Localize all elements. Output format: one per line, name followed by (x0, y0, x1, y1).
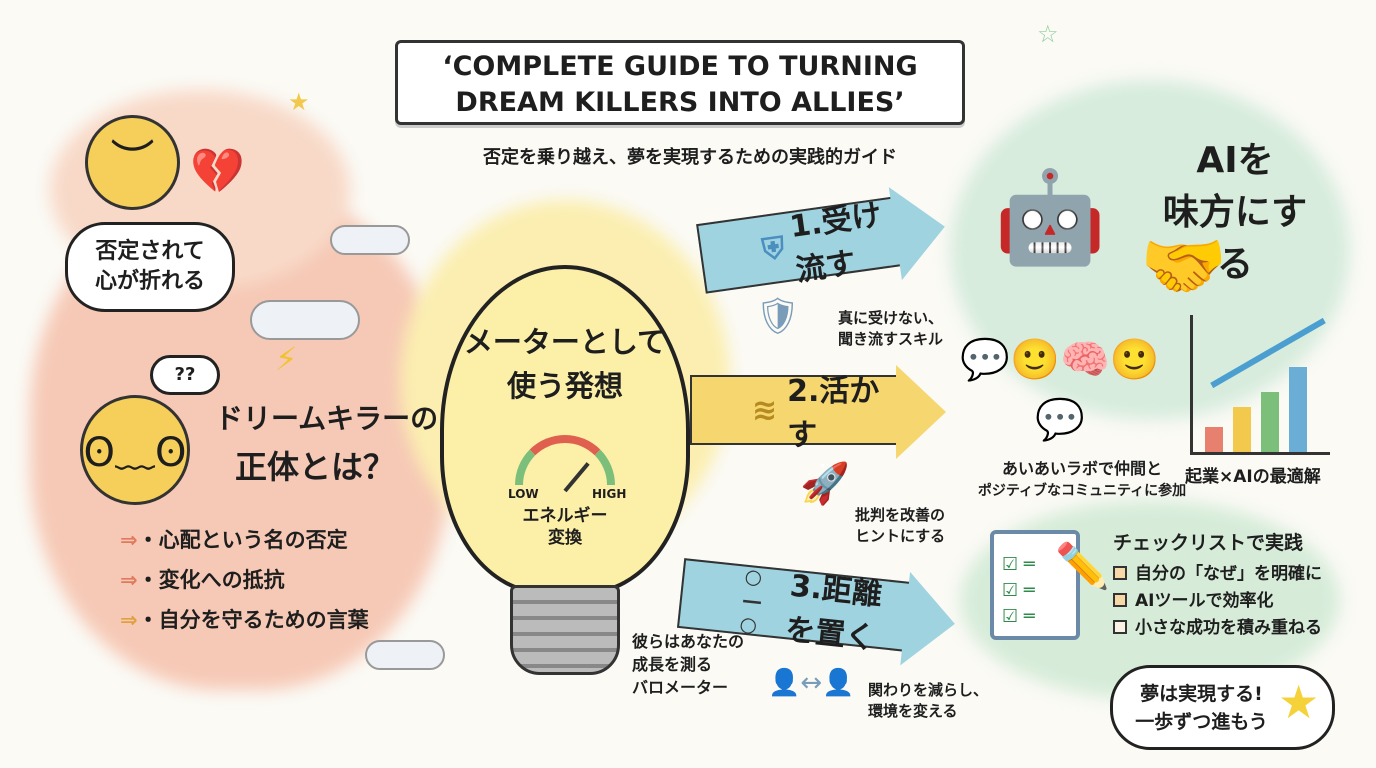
step-2-label: 2.活かす (787, 374, 880, 453)
title-line-1: ‘COMPLETE GUIDE TO TURNING (442, 51, 918, 82)
ai-heading-line: AIを (1196, 140, 1274, 181)
trend-arrow-icon (1210, 317, 1326, 389)
arrow-icon: ⇒ (120, 528, 138, 552)
list-item-text: ・心配という名の否定 (137, 528, 348, 552)
distance-people-icon: 👤↔👤 (768, 668, 855, 698)
bubble-line: 心が折れる (94, 269, 205, 294)
chart-bar (1205, 427, 1223, 452)
desc-line: ヒントにする (855, 527, 946, 545)
desc-line: 環境を変える (868, 702, 958, 720)
desc-line: 聞き流すスキル (838, 330, 944, 348)
step-3-label: 3.距離を置く (783, 568, 884, 657)
energy-caption: エネルギー 変換 (505, 505, 625, 549)
checklist-item-text: 自分の「なぜ」を明確に (1135, 564, 1322, 584)
cloud-icon (250, 300, 360, 340)
lightning-icon: ⚡ (275, 340, 298, 378)
clipboard-icon: ☑ ═☑ ═☑ ═ (990, 530, 1080, 640)
growth-chart-icon (1190, 315, 1330, 455)
step-2-arrow: ≋2.活かす (690, 365, 946, 459)
closing-bubble: 夢は実現する! 一歩ずつ進もう (1110, 665, 1335, 750)
community-caption: あいあいラボで仲間とポジティブなコミュニティに参加 (962, 458, 1202, 502)
green-wash (950, 80, 1350, 420)
community-line: ポジティブなコミュニティに参加 (977, 483, 1187, 499)
checklist-item[interactable]: AIツールで効率化 (1113, 588, 1322, 615)
checklist-item[interactable]: 小さな成功を積み重ねる (1113, 615, 1322, 642)
robot-icon: 🤖 (993, 165, 1107, 270)
bulb-heading-line: メーターとして (463, 325, 667, 359)
step-1-desc: 真に受けない、聞き流すスキル (838, 308, 943, 350)
step-1-arrow: ⛨1.受け流す (696, 196, 904, 294)
community-line: あいあいラボで仲間と (1001, 459, 1162, 478)
heading-line: ドリームキラーの (215, 402, 439, 435)
step-3-desc: 関わりを減らし、環境を変える (868, 680, 988, 722)
ai-heading-line: 味方にする (1162, 192, 1308, 285)
cloud-icon (330, 225, 410, 255)
light-bulb (440, 265, 690, 595)
shielded-person-icon: 🛡 (755, 296, 801, 337)
sad-face-icon: ︶ (85, 115, 180, 210)
cloud-icon (365, 640, 445, 670)
title-banner: ‘COMPLETE GUIDE TO TURNING DREAM KILLERS… (395, 40, 965, 125)
star-icon: ☆ (1037, 20, 1059, 48)
closing-line: 夢は実現する! (1140, 683, 1263, 705)
checklist-item-text: 小さな成功を積み重ねる (1135, 618, 1322, 638)
step-1-label: 1.受け流す (787, 197, 884, 289)
checkbox[interactable] (1113, 620, 1127, 634)
gauge-high-label: HIGH (592, 487, 627, 501)
shield-icon: ⛨ (759, 229, 788, 268)
arrow-icon: ⇒ (120, 568, 138, 592)
chart-bar (1233, 407, 1251, 452)
desc-line: 関わりを減らし、 (868, 681, 989, 699)
list-item-text: ・自分を守るための言葉 (137, 608, 369, 632)
list-item: ⇒・心配という名の否定 (120, 520, 369, 560)
bulb-base (510, 585, 620, 675)
step-2-desc: 批判を改善のヒントにする (855, 505, 945, 547)
closing-line: 一歩ずつ進もう (1135, 711, 1268, 733)
distance-icon: ○—○ (738, 563, 764, 638)
checklist: チェックリストで実践 自分の「なぜ」を明確に AIツールで効率化 小さな成功を積… (1113, 530, 1322, 642)
bulb-heading: メーターとして 使う発想 (445, 320, 685, 408)
bubble-line: 否定されて (95, 239, 205, 264)
barometer-text: 彼らはあなたの成長を測るバロメーター (632, 630, 744, 699)
checklist-title: チェックリストで実践 (1113, 532, 1304, 554)
list-item: ⇒・変化への抵抗 (120, 560, 369, 600)
desc-line: 批判を改善の (855, 506, 946, 524)
anxious-face-icon: ʘ﹏ʘ (80, 395, 190, 505)
heading-line: 正体とは？ (235, 448, 396, 486)
rocket-icon: 🚀 (800, 461, 850, 507)
desc-line: 真に受けない、 (838, 309, 944, 327)
pencil-icon: ✏️ (1055, 541, 1110, 592)
subtitle: 否定を乗り越え、夢を実現するための実践的ガイド (483, 147, 897, 168)
checklist-item-text: AIツールで効率化 (1135, 591, 1274, 611)
checklist-item[interactable]: 自分の「なぜ」を明確に (1113, 561, 1322, 588)
bulb-heading-line: 使う発想 (506, 369, 623, 403)
bubble-rejected: 否定されて 心が折れる (65, 222, 235, 312)
ai-heading: AIを 味方にする (1145, 135, 1325, 291)
barometer-line: バロメーター (632, 678, 729, 697)
dream-killer-heading: ドリームキラーの 正体とは？ (215, 395, 438, 491)
barometer-line: 成長を測る (632, 655, 713, 674)
barometer-line: 彼らはあなたの (632, 632, 745, 651)
title-line-2: DREAM KILLERS INTO ALLIES’ (455, 87, 905, 118)
list-item-text: ・変化への抵抗 (137, 568, 285, 592)
star-icon: ★ (288, 88, 310, 116)
question-bubble: ?? (150, 355, 220, 395)
list-item: ⇒・自分を守るための言葉 (120, 600, 369, 640)
dream-killer-list: ⇒・心配という名の否定 ⇒・変化への抵抗 ⇒・自分を守るための言葉 (120, 520, 369, 640)
checkbox[interactable] (1113, 566, 1127, 580)
caption-line: エネルギー (522, 506, 608, 526)
spring-icon: ≋ (752, 392, 778, 428)
community-icon: 💬🙂🧠🙂💬 (960, 337, 1160, 443)
checkbox[interactable] (1113, 593, 1127, 607)
caption-line: 変換 (548, 528, 582, 548)
startup-caption: 起業×AIの最適解 (1185, 467, 1321, 487)
arrow-icon: ⇒ (120, 608, 138, 632)
smiling-star-icon: ★ (1278, 675, 1320, 729)
gauge-low-label: LOW (508, 487, 539, 501)
chart-bar (1261, 392, 1279, 452)
handshake-icon: 🤝 (1140, 225, 1228, 307)
broken-heart-icon: 💔 (190, 146, 245, 197)
chart-bar (1289, 367, 1307, 452)
